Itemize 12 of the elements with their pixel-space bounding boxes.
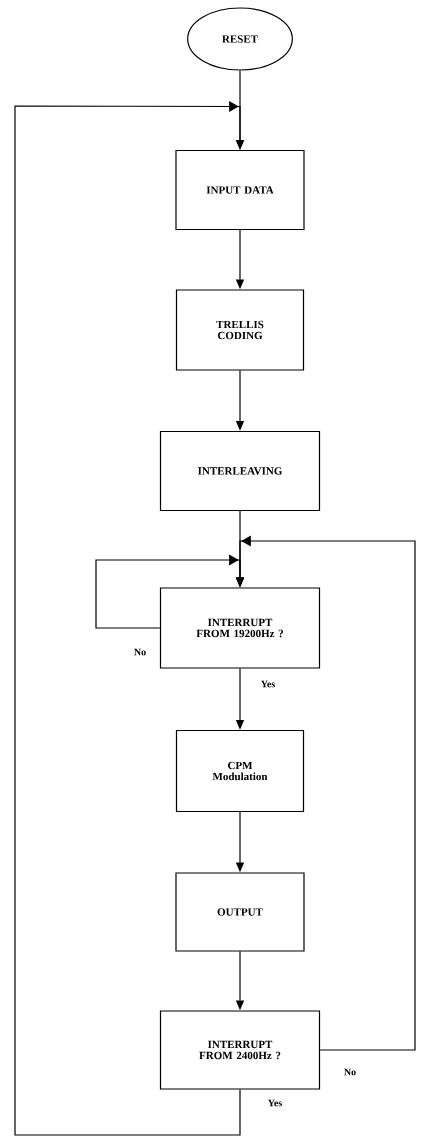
process-box: INTERRUPT FROM 2400Hz ? bbox=[159, 1010, 321, 1090]
edge-label: Yes bbox=[259, 679, 277, 689]
edge-label: Yes bbox=[266, 1098, 284, 1108]
process-box: OUTPUT bbox=[175, 872, 305, 952]
process-box: TRELLIS CODING bbox=[175, 289, 305, 371]
arrow bbox=[14, 100, 245, 1136]
process-box: INTERLEAVING bbox=[159, 430, 321, 512]
process-box: CPM Modulation bbox=[175, 729, 305, 813]
process-box: INPUT DATA bbox=[175, 149, 305, 231]
edge-label: No bbox=[132, 647, 148, 657]
process-box: INTERRUPT FROM 19200Hz ? bbox=[159, 587, 321, 669]
edge-label: No bbox=[342, 1067, 358, 1077]
